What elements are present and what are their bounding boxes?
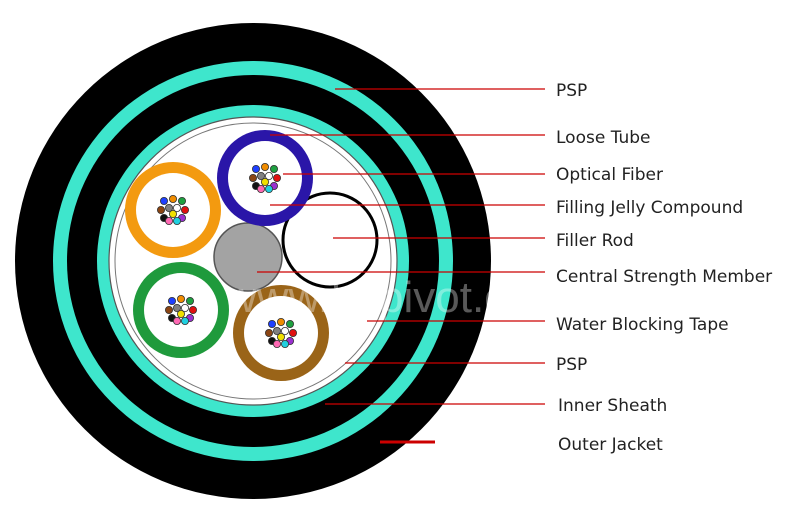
label-water-blocking: Water Blocking Tape [556,315,729,335]
optical-fiber-dot [188,305,197,314]
optical-fiber-dot [280,326,289,335]
optical-fiber-dot [168,209,177,218]
optical-fiber-dot [269,164,278,173]
optical-fiber-dot [180,303,189,312]
loose-tube-blue [217,130,313,226]
label-optical-fiber: Optical Fiber [556,165,663,185]
optical-fiber-dot [272,339,281,348]
label-outer-jacket: Outer Jacket [558,435,663,455]
optical-fiber-dot [276,332,285,341]
optical-fiber-dot [260,177,269,186]
optical-fiber-dot [159,196,168,205]
optical-fiber-dot [177,196,186,205]
optical-fiber-dot [264,184,273,193]
filler-rod [281,191,379,289]
optical-fiber-dot [180,205,189,214]
optical-fiber-dot [272,173,281,182]
optical-fiber-dot [248,173,257,182]
optical-fiber-dot [164,305,173,314]
label-central-strength: Central Strength Member [556,267,772,287]
optical-fiber-dot [260,162,269,171]
label-filler-rod: Filler Rod [556,231,634,251]
optical-fiber-dot [272,326,281,335]
optical-fiber-dot [168,194,177,203]
optical-fiber-dot [264,328,273,337]
label-psp-outer: PSP [556,81,587,101]
central-strength-member [213,222,283,292]
optical-fiber-dot [172,203,181,212]
optical-fiber-dot [264,171,273,180]
optical-fiber-dot [156,205,165,214]
fiber-bundle [264,317,297,348]
loose-tube-green [133,262,229,358]
optical-fiber-dot [176,294,185,303]
optical-fiber-dot [267,319,276,328]
optical-fiber-dot [288,328,297,337]
optical-fiber-dot [172,316,181,325]
label-loose-tube: Loose Tube [556,128,651,148]
fiber-bundle [164,294,197,325]
watermark: www.fs-pivot.com [224,273,567,322]
loose-tube-orange [125,162,221,258]
label-filling-jelly: Filling Jelly Compound [556,198,743,218]
loose-tube-brown [233,285,329,381]
optical-fiber-dot [285,319,294,328]
optical-fiber-dot [172,216,181,225]
optical-fiber-dot [172,303,181,312]
label-psp-inner: PSP [556,355,587,375]
fiber-bundle [248,162,281,193]
fiber-bundle [156,194,189,225]
optical-fiber-dot [256,171,265,180]
optical-fiber-dot [276,317,285,326]
optical-fiber-dot [180,316,189,325]
optical-fiber-dot [164,203,173,212]
optical-fiber-dot [280,339,289,348]
optical-fiber-dot [167,296,176,305]
optical-fiber-dot [251,164,260,173]
label-inner-sheath: Inner Sheath [558,396,667,416]
optical-fiber-dot [185,296,194,305]
optical-fiber-dot [176,309,185,318]
optical-fiber-dot [164,216,173,225]
optical-fiber-dot [256,184,265,193]
